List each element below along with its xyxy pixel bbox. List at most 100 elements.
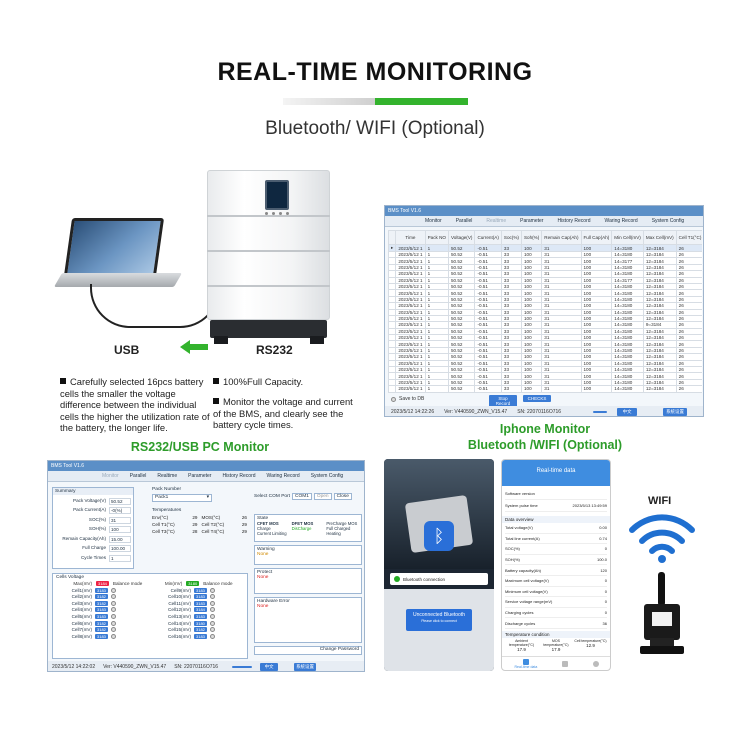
table-cell: 26 xyxy=(675,378,702,387)
tab-system-config[interactable]: System Config xyxy=(651,218,685,224)
change-password-button[interactable]: Change Password xyxy=(254,646,362,655)
tab-waring-record[interactable]: Waring Record xyxy=(266,473,300,479)
close-button[interactable]: Close xyxy=(333,493,352,500)
save-to-db[interactable]: Save to DB xyxy=(391,396,424,402)
open-button[interactable]: Open xyxy=(313,493,332,500)
status-button[interactable] xyxy=(593,411,608,413)
table-cell: 26 xyxy=(675,353,702,361)
table-cell: 100 xyxy=(580,334,613,342)
cell-label: Cell11(mV) xyxy=(168,600,191,606)
column-header[interactable]: Soh(%) xyxy=(520,230,543,245)
data-label: Service voltage range(mV) xyxy=(505,599,553,605)
tab-waring-record[interactable]: Waring Record xyxy=(604,218,638,224)
data-label: Maximum cell voltage(V) xyxy=(505,578,549,584)
column-header[interactable]: Min Cell(mV) xyxy=(611,230,644,245)
column-header[interactable]: Current(A) xyxy=(474,230,502,245)
table-cell: 26 xyxy=(675,391,702,393)
title-underline-green xyxy=(375,98,468,105)
table-cell: 100 xyxy=(520,314,543,323)
summary-label: Pack Voltage(V) xyxy=(73,497,106,503)
system-settings-button[interactable]: 系统设置 xyxy=(294,663,317,671)
data-value: 0.74 xyxy=(599,535,607,541)
table-row[interactable]: 2023/5/12 1150.52-0.51331003110014=31801… xyxy=(388,391,702,393)
temperature-value: 17.9 xyxy=(517,646,526,652)
table-cell: 100 xyxy=(520,270,543,278)
cell-label: Cell7(mV) xyxy=(71,627,92,633)
column-header[interactable]: Full Cap(Ah) xyxy=(580,230,613,245)
tab-monitor[interactable]: Monitor xyxy=(102,473,119,479)
bluetooth-icon[interactable]: ᛒ xyxy=(424,521,454,551)
data-row: Service voltage range(mV)0 xyxy=(505,597,607,608)
data-label: Discharge cycles xyxy=(505,620,536,626)
tab-realtime[interactable]: Realtime xyxy=(157,473,178,479)
column-header[interactable]: Time xyxy=(395,230,426,245)
bluetooth-connection-row[interactable]: Bluetooth connection xyxy=(390,573,488,585)
bluetooth-connection-label: Bluetooth connection xyxy=(403,576,446,582)
unconnected-bluetooth-button[interactable]: Unconnected Bluetooth Please click to co… xyxy=(406,609,472,631)
language-button[interactable]: 中文 xyxy=(260,663,279,671)
nav-item[interactable] xyxy=(562,660,569,667)
table-cell: -0.51 xyxy=(474,378,502,387)
language-button[interactable]: 中文 xyxy=(617,408,638,416)
data-overview-title: Data overview xyxy=(502,516,610,523)
table-cell: 2023/5/12 1 xyxy=(395,334,426,342)
checkbox-icon[interactable] xyxy=(391,396,396,402)
tab-parameter[interactable]: Parameter xyxy=(520,218,544,224)
feature-capacity: 100%Full Capacity. xyxy=(213,376,363,388)
table-cell: -0.51 xyxy=(474,295,502,304)
table-cell: 100 xyxy=(580,372,613,380)
tab-history-record[interactable]: History Record xyxy=(557,218,591,224)
column-header[interactable]: Remain Cap(Ah) xyxy=(541,230,582,245)
tab-monitor[interactable]: Monitor xyxy=(425,218,442,224)
tab-parameter[interactable]: Parameter xyxy=(188,473,212,479)
tab-parallel[interactable]: Parallel xyxy=(455,218,473,224)
column-header[interactable]: Pack NO xyxy=(424,230,449,245)
column-header[interactable]: Cell T1(°C) xyxy=(675,230,702,245)
nav-realtime[interactable]: Real-time data xyxy=(515,658,537,669)
tab-history-record[interactable]: History Record xyxy=(222,473,256,479)
com-port-select[interactable]: COM1 xyxy=(292,493,312,500)
tab-parallel[interactable]: Parallel xyxy=(129,473,147,479)
pack-number-select[interactable]: Pack1▾ xyxy=(152,494,212,502)
protect-panel: Protect None xyxy=(254,568,362,594)
cell-value: 3184 xyxy=(194,607,207,613)
column-header[interactable]: Soc(%) xyxy=(500,230,522,245)
checks-button[interactable]: CHECKS xyxy=(523,395,551,402)
system-settings-button[interactable]: 系统设置 xyxy=(663,408,688,416)
column-header[interactable]: Voltage(V) xyxy=(447,230,476,245)
row-marker xyxy=(388,270,397,278)
status-button[interactable] xyxy=(232,666,253,668)
tab-system-config[interactable]: System Config xyxy=(310,473,344,479)
tab-realtime[interactable]: Realtime xyxy=(486,218,507,224)
data-row: Minimum cell voltage(V)0 xyxy=(505,587,607,598)
nav-item[interactable] xyxy=(593,660,600,667)
table-cell: 100 xyxy=(580,365,613,374)
usb-label: USB xyxy=(114,343,140,357)
column-header[interactable]: Max Cell(mV) xyxy=(642,230,677,245)
stop-record-button[interactable]: Stop Record xyxy=(489,395,517,407)
cell-label: Cell16(mV) xyxy=(168,633,191,639)
